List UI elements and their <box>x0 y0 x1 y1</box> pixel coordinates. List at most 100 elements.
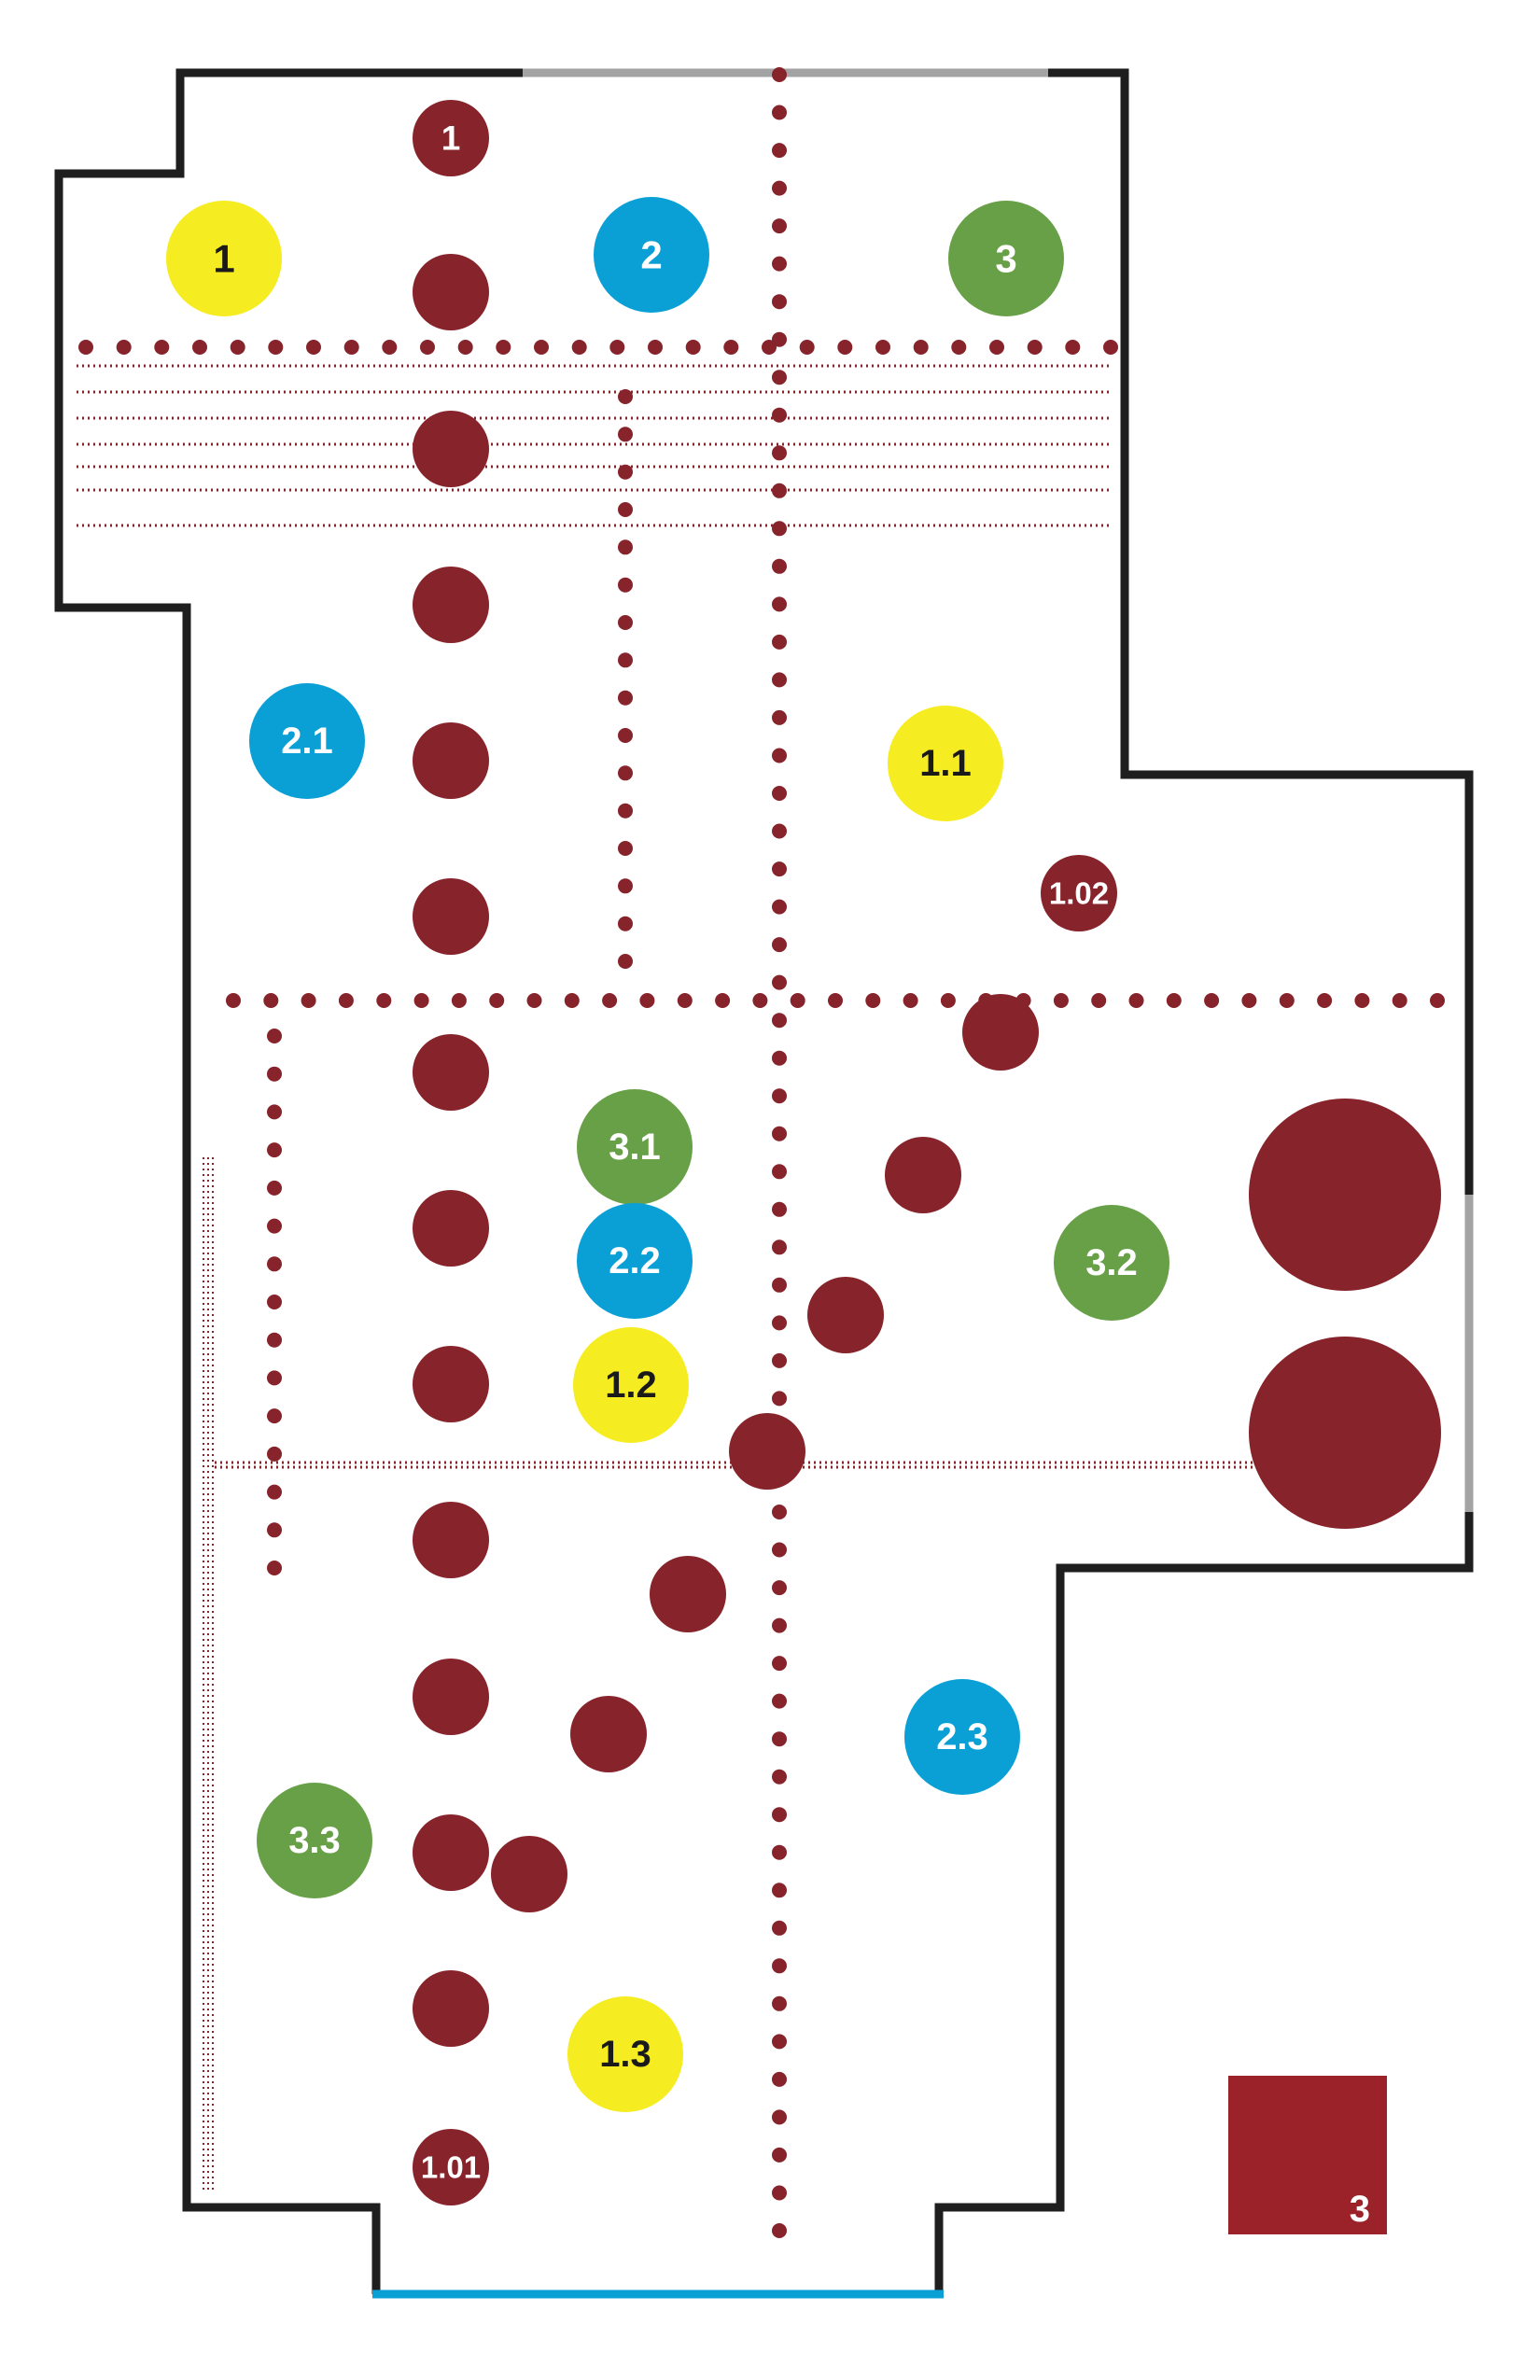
zone-marker-1: 1 <box>166 201 282 316</box>
path-dot <box>772 521 787 537</box>
path-dot <box>772 861 787 877</box>
path-dot <box>618 765 633 781</box>
path-dot <box>772 1050 787 1066</box>
path-dot <box>772 709 787 725</box>
column-dot <box>491 1836 567 1912</box>
path-dot <box>451 993 467 1008</box>
path-dot <box>772 1505 787 1519</box>
path-dot <box>1027 340 1043 355</box>
svg-text:3.1: 3.1 <box>609 1127 661 1168</box>
zone-marker-3-1: 3.1 <box>577 1089 693 1205</box>
path-dot <box>772 1580 787 1596</box>
zone-marker-2-3: 2.3 <box>904 1679 1020 1795</box>
path-dot <box>772 2185 787 2201</box>
path-dot <box>1065 340 1081 355</box>
path-dot <box>989 340 1004 355</box>
path-dot <box>772 67 787 82</box>
large-column-dot <box>1249 1099 1441 1291</box>
path-dot <box>192 340 207 355</box>
column-dot <box>413 1814 489 1891</box>
path-dot <box>534 340 549 355</box>
path-dot <box>226 993 241 1008</box>
svg-text:3: 3 <box>995 237 1016 281</box>
path-dot <box>772 1391 787 1407</box>
path-dot <box>78 340 93 355</box>
path-dot <box>263 993 279 1008</box>
path-dot <box>913 340 929 355</box>
path-dot <box>413 993 429 1008</box>
path-dot <box>772 1844 787 1860</box>
path-dot <box>772 2034 787 2050</box>
path-dot <box>648 340 663 355</box>
path-dot <box>752 993 768 1008</box>
path-dot <box>772 1807 787 1823</box>
dotted-line-vertical-mid <box>618 389 633 969</box>
path-dot <box>602 993 618 1008</box>
path-dot <box>116 340 132 355</box>
path-dot <box>772 294 787 310</box>
path-dot <box>618 803 633 819</box>
labeled-dot-1-01: 1.01 <box>413 2129 489 2205</box>
path-dot <box>772 2223 787 2238</box>
path-dot <box>267 1408 282 1424</box>
path-dot <box>639 993 655 1008</box>
column-dot <box>413 567 489 643</box>
path-dot <box>685 340 701 355</box>
column-dot <box>650 1556 726 1632</box>
path-dot <box>267 1029 282 1043</box>
path-dot <box>715 993 731 1008</box>
path-dot <box>837 340 853 355</box>
path-dot <box>457 340 473 355</box>
path-dot <box>267 1180 282 1196</box>
fine-dotted-vertical <box>203 1157 214 2193</box>
path-dot <box>772 634 787 650</box>
zone-marker-3-3: 3.3 <box>257 1783 372 1898</box>
path-dot <box>1392 993 1407 1008</box>
column-dot <box>807 1277 884 1353</box>
path-dot <box>723 340 739 355</box>
column-dot <box>413 722 489 799</box>
path-dot <box>267 1332 282 1348</box>
path-dot <box>489 993 505 1008</box>
column-dot <box>413 1659 489 1735</box>
path-dot <box>618 841 633 856</box>
path-dot <box>772 1693 787 1709</box>
path-dot <box>618 539 633 555</box>
path-dot <box>772 937 787 953</box>
path-dot <box>618 652 633 668</box>
path-dot <box>618 502 633 517</box>
svg-text:1.1: 1.1 <box>919 743 972 784</box>
path-dot <box>772 1769 787 1785</box>
path-dot <box>762 340 777 355</box>
path-dot <box>343 340 359 355</box>
labeled-dot-1: 1 <box>413 100 489 176</box>
path-dot <box>267 1256 282 1272</box>
column-dot <box>729 1413 805 1490</box>
path-dot <box>338 993 354 1008</box>
path-dot <box>772 2147 787 2163</box>
path-dot <box>772 1239 787 1255</box>
path-dot <box>772 672 787 688</box>
path-dot <box>230 340 245 355</box>
path-dot <box>618 690 633 706</box>
zone-marker-2: 2 <box>594 197 709 313</box>
svg-text:2.2: 2.2 <box>609 1240 661 1281</box>
path-dot <box>1317 993 1333 1008</box>
path-dot <box>618 577 633 593</box>
path-dot <box>154 340 170 355</box>
dotted-line-vertical-left <box>267 1029 282 1575</box>
legend-square: 3 <box>1228 2076 1387 2234</box>
column-dot <box>413 1190 489 1267</box>
path-dot <box>618 728 633 743</box>
column-dot <box>413 1034 489 1111</box>
path-dot <box>772 1883 787 1898</box>
path-dot <box>1354 993 1370 1008</box>
path-dot <box>1430 993 1445 1008</box>
path-dot <box>1204 993 1220 1008</box>
path-dot <box>772 407 787 423</box>
path-dot <box>875 340 890 355</box>
path-dot <box>772 370 787 385</box>
svg-text:2.3: 2.3 <box>936 1716 988 1757</box>
dotted-line-horizontal-mid <box>226 993 1445 1008</box>
path-dot <box>903 993 918 1008</box>
